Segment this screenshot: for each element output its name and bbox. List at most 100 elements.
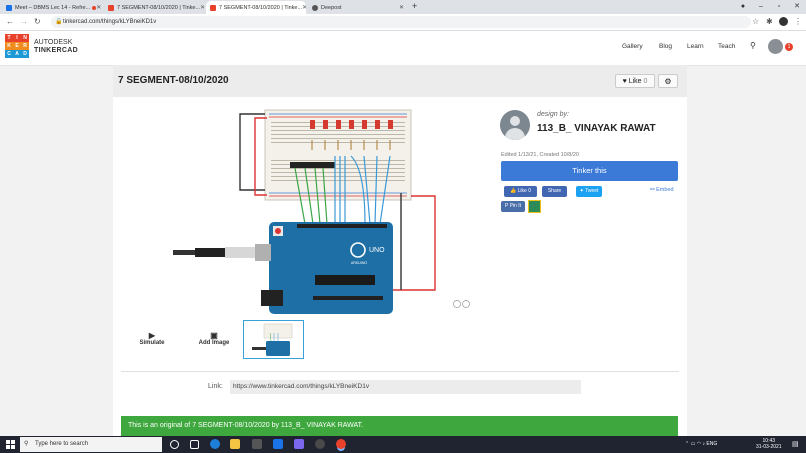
facebook-like-button[interactable]: 👍 Like 0 [504,186,537,197]
tinker-this-button[interactable]: Tinker this [501,161,678,181]
tinkercad-logo[interactable]: T I N K E R C A D [5,34,29,58]
gear-icon: ⚙ [664,77,672,86]
pinterest-icon: P [504,203,509,209]
add-image-button[interactable]: ▣ Add Image [194,331,234,346]
globe-icon [312,4,318,11]
tab-title: Deepost [321,4,342,11]
profile-icon[interactable]: ● [740,3,746,10]
tab-tinkercad-2[interactable]: 7 SEGMENT-08/10/2020 | Tinke... ✕ [206,1,306,14]
tinkercad-icon [210,4,216,11]
tab-meet[interactable]: Meet – DBMS Lec 14 - Refre... ✕ [2,1,102,14]
store-icon[interactable] [252,439,262,449]
tab-title: Meet – DBMS Lec 14 - Refre... [15,4,91,11]
edit-dates: Edited 1/13/21, Created 10/8/20 [501,152,579,158]
play-icon: ▶ [148,331,156,340]
pin-it-button[interactable]: P Pin It [501,201,525,212]
arduino-board [269,222,393,314]
original-notice: This is an original of 7 SEGMENT-08/10/2… [121,416,678,436]
taskbar-search-input[interactable]: ⚲ Type here to search [20,437,162,452]
designed-by-label: design by: [537,111,569,118]
search-icon[interactable]: ⚲ [750,41,756,50]
tweet-button[interactable]: ✦ Tweet [576,186,602,197]
site-header: T I N K E R C A D AUTODESK TINKERCAD Gal… [0,31,806,66]
image-icon: ▣ [210,331,218,340]
close-icon[interactable]: ✕ [302,5,306,11]
meet-icon [6,4,12,11]
close-icon[interactable]: ✕ [200,5,204,11]
embed-link[interactable]: ⚯ Embed [650,187,674,193]
like-button[interactable]: ♥ Like 0 [615,74,655,88]
system-tray: ⌃ ▭ ◠ ♪ ENG [685,436,717,453]
nav-learn[interactable]: Learn [687,43,704,50]
address-bar: ← → ↻ 🔒 tinkercad.com/things/kLYBneiKD1v… [0,14,806,31]
chrome-icon[interactable] [336,439,346,449]
thumbs-up-icon: 👍 [510,188,517,194]
preview-thumbnail[interactable] [243,320,304,359]
close-icon[interactable]: ✕ [96,5,102,11]
url-text: tinkercad.com/things/kLYBneiKD1v [63,19,157,25]
circuit-preview[interactable]: UNO ARDUINO [165,100,475,320]
star-icon[interactable]: ☆ [752,17,760,26]
forward-icon[interactable]: → [20,17,28,26]
facebook-share-button[interactable]: Share [542,186,567,197]
wifi-icon[interactable]: ◠ [696,441,702,447]
windows-start-icon[interactable] [6,440,15,449]
nav-blog[interactable]: Blog [659,43,673,50]
settings-button[interactable]: ⚙ [658,74,678,88]
language-indicator[interactable]: ENG [706,441,718,447]
designer-name[interactable]: 113_B_ VINAYAK RAWAT [537,123,656,134]
profile-avatar-icon[interactable] [779,17,788,26]
nav-gallery[interactable]: Gallery [622,43,643,50]
file-explorer-icon[interactable] [230,439,240,449]
lock-icon: 🔒 [55,19,63,25]
maximize-icon[interactable]: ▫ [777,3,781,10]
search-icon: ⚲ [24,441,29,447]
share-link-field[interactable]: https://www.tinkercad.com/things/kLYBnei… [230,380,581,394]
app-icon[interactable] [294,439,304,449]
divider [121,371,679,372]
cortana-icon[interactable] [170,440,179,449]
reload-icon[interactable]: ↻ [34,17,41,26]
link-icon: ⚯ [650,187,655,193]
task-view-icon[interactable] [190,440,199,449]
simulate-button[interactable]: ▶ Simulate [135,331,169,346]
tab-tinkercad-1[interactable]: 7 SEGMENT-08/10/2020 | Tinke... ✕ [104,1,204,14]
close-icon[interactable]: ✕ [794,3,800,10]
volume-icon[interactable]: ♪ [702,441,705,447]
tinkercad-icon [108,4,114,11]
taskbar-clock[interactable]: 10:43 31-03-2021 [756,438,782,450]
notifications-icon[interactable]: ▤ [792,441,799,448]
edge-icon[interactable] [210,439,220,449]
twitter-icon: ✦ [579,188,584,194]
svg-text:UNO: UNO [369,247,385,254]
tab-title: 7 SEGMENT-08/10/2020 | Tinke... [219,4,303,11]
close-icon[interactable]: ✕ [398,5,404,11]
brand-wordmark: AUTODESK TINKERCAD [34,39,78,54]
browser-tab-bar: Meet – DBMS Lec 14 - Refre... ✕ 7 SEGMEN… [0,0,806,14]
xbox-icon[interactable] [315,439,325,449]
nav-teach[interactable]: Teach [718,43,736,50]
window-controls: ● – ▫ ✕ [734,0,806,14]
page-title: 7 SEGMENT-08/10/2020 [118,75,229,86]
chevron-up-icon[interactable]: ⌃ [685,441,690,447]
designer-avatar[interactable] [500,110,530,140]
back-icon[interactable]: ← [6,17,14,26]
svg-text:ARDUINO: ARDUINO [351,261,367,265]
design-title-bar: 7 SEGMENT-08/10/2020 ♥ Like 0 ⚙ [113,65,687,97]
heart-icon: ♥ [622,78,627,85]
mail-icon[interactable] [273,439,283,449]
user-avatar[interactable] [768,39,783,54]
windows-taskbar: ⚲ Type here to search ⌃ ▭ ◠ ♪ ENG 10:43 … [0,436,806,453]
menu-icon[interactable]: ⋮ [794,17,802,26]
tab-deepost[interactable]: Deepost ✕ [308,1,408,14]
new-tab-button[interactable]: + [412,1,418,11]
google-classroom-icon[interactable] [528,200,541,213]
minimize-icon[interactable]: – [759,3,763,10]
notification-badge[interactable]: 1 [785,43,793,51]
recording-icon [92,5,97,10]
battery-icon[interactable]: ▭ [690,441,696,447]
extensions-icon[interactable]: ✱ [766,17,773,26]
tab-title: 7 SEGMENT-08/10/2020 | Tinke... [117,4,201,11]
url-input[interactable]: 🔒 tinkercad.com/things/kLYBneiKD1v [51,16,751,28]
link-label: Link: [208,383,223,390]
